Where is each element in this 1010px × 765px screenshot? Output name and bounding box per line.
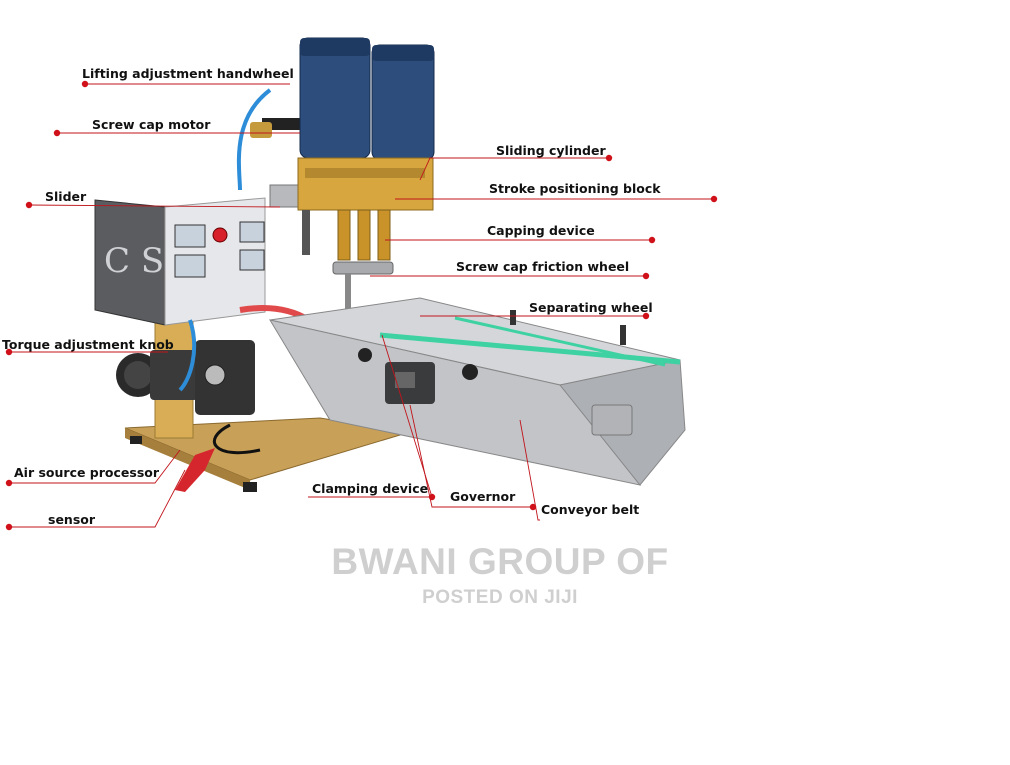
label-governor: Governor <box>450 489 516 504</box>
label-air-source: Air source processor <box>14 465 160 480</box>
label-capping-device: Capping device <box>487 223 595 238</box>
capping-shaft-2 <box>357 209 371 261</box>
label-sensor: sensor <box>48 512 96 527</box>
watermark-line-2: POSTED ON JIJI <box>422 587 578 608</box>
label-sliding-cylinder: Sliding cylinder <box>496 143 606 158</box>
label-stroke-block: Stroke positioning block <box>489 181 661 196</box>
friction-wheel <box>332 261 394 275</box>
panel-logo: C S <box>104 241 164 281</box>
label-lifting-handwheel: Lifting adjustment handwheel <box>82 66 294 81</box>
label-conveyor-belt: Conveyor belt <box>541 502 640 517</box>
capping-shaft-1 <box>337 209 351 261</box>
motor-right <box>371 44 435 161</box>
watermark-line-1: BWANI GROUP OF <box>331 541 669 582</box>
label-friction-wheel: Screw cap friction wheel <box>456 259 630 274</box>
capping-shaft-3 <box>377 209 391 261</box>
label-dots <box>5 80 718 531</box>
handwheel <box>250 122 272 138</box>
label-screw-cap-motor: Screw cap motor <box>92 117 211 132</box>
label-clamping-device: Clamping device <box>312 481 429 496</box>
sensor-clip <box>175 448 215 492</box>
label-separating-wheel: Separating wheel <box>529 300 653 315</box>
label-torque-knob: Torque adjustment knob <box>2 337 174 352</box>
label-slider: Slider <box>45 189 87 204</box>
leader-lines <box>9 83 714 528</box>
red-button <box>212 227 228 243</box>
gear-block <box>297 157 434 211</box>
